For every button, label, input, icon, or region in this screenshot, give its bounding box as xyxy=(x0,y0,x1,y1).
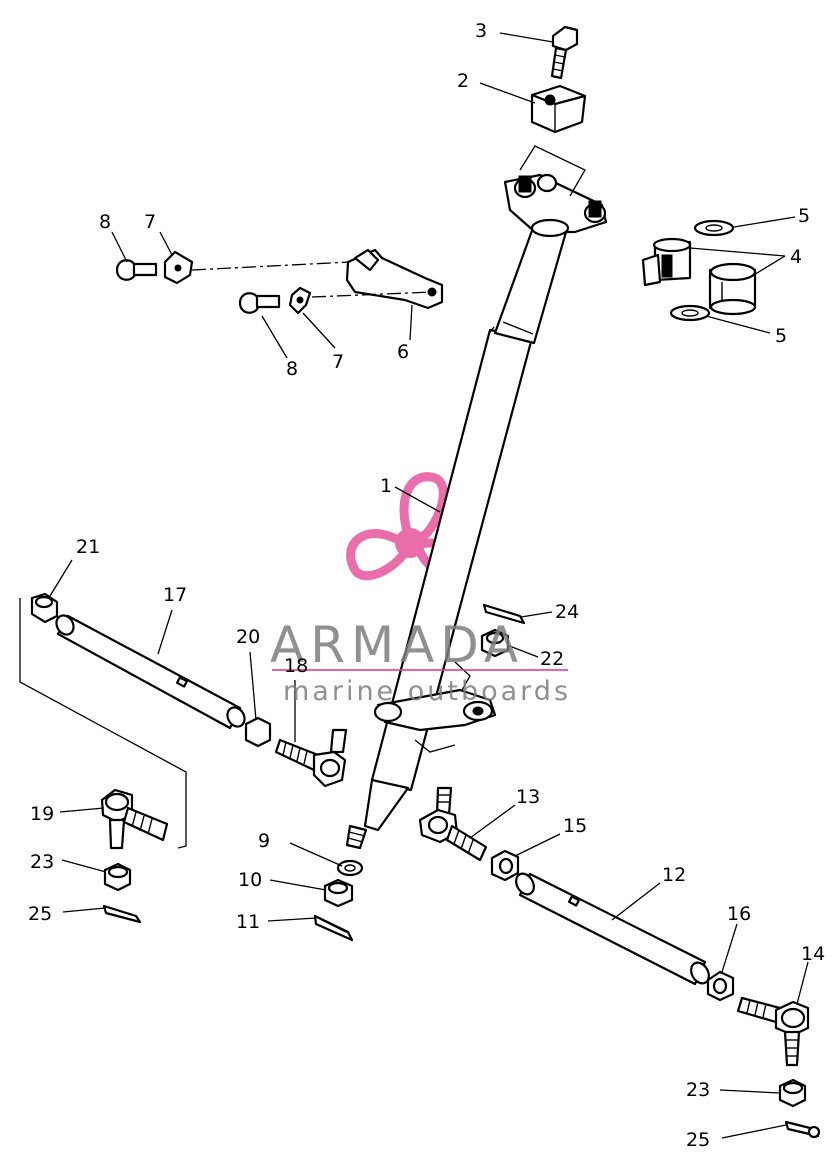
part-4-bushings xyxy=(641,237,757,316)
callout-12: 12 xyxy=(662,864,686,886)
part-1-top-bracket xyxy=(503,173,608,238)
callout-10: 10 xyxy=(238,869,262,891)
callout-8-right: 8 xyxy=(286,358,298,380)
part-23-castle-nuts xyxy=(103,862,807,1108)
part-24-cotter-pin xyxy=(482,603,526,625)
callout-5-top: 5 xyxy=(798,205,810,227)
part-20-nut xyxy=(244,716,272,748)
leader-lines xyxy=(49,32,809,1139)
callout-9: 9 xyxy=(258,830,270,852)
callout-3: 3 xyxy=(475,20,487,42)
part-11-cotter-pin xyxy=(313,914,354,942)
callout-8-left: 8 xyxy=(99,211,111,233)
part-16-nut xyxy=(706,970,735,1002)
part-12-tie-rod xyxy=(515,872,710,986)
callout-23-right: 23 xyxy=(686,1079,710,1101)
part-14-tie-rod-end xyxy=(736,996,810,1067)
part-22-nut xyxy=(480,628,510,658)
callout-21: 21 xyxy=(76,536,100,558)
callout-7-right: 7 xyxy=(332,351,344,373)
callout-20: 20 xyxy=(236,626,260,648)
part-1-lower-arm xyxy=(373,661,497,753)
callout-11: 11 xyxy=(236,911,260,933)
part-2-clamp xyxy=(530,84,587,134)
part-13-tie-rod-end xyxy=(418,786,488,862)
watermark-subtitle: marine outboards xyxy=(283,676,571,707)
callout-22: 22 xyxy=(540,648,564,670)
watermark: ARMADA marine outboards xyxy=(270,616,571,707)
callout-14: 14 xyxy=(801,943,825,965)
callout-2: 2 xyxy=(457,70,469,92)
callout-labels: 3 2 5 4 5 8 7 8 7 6 1 21 17 24 20 22 18 … xyxy=(28,20,825,1151)
part-5-washers xyxy=(669,219,735,322)
part-8-screws xyxy=(115,259,281,314)
callout-4: 4 xyxy=(790,246,802,268)
callout-16: 16 xyxy=(727,903,751,925)
assembly-lines xyxy=(19,145,586,849)
callout-25-right: 25 xyxy=(686,1129,710,1151)
part-1-steering-shaft xyxy=(345,223,568,850)
callout-13: 13 xyxy=(516,786,540,808)
part-6-lever-arm xyxy=(345,248,444,310)
callout-17: 17 xyxy=(163,584,187,606)
part-19-tie-rod-end xyxy=(100,788,169,850)
part-9-washer xyxy=(336,859,364,877)
part-21-nut xyxy=(30,592,59,624)
callout-24: 24 xyxy=(555,601,579,623)
part-7-clips xyxy=(163,250,312,315)
part-3-bolt xyxy=(550,25,579,80)
callout-15: 15 xyxy=(563,815,587,837)
part-15-nut xyxy=(490,849,520,882)
watermark-title: ARMADA xyxy=(270,616,524,674)
callout-1: 1 xyxy=(380,475,392,497)
callout-23-left: 23 xyxy=(30,851,54,873)
part-10-nut xyxy=(323,878,354,908)
callout-19: 19 xyxy=(30,803,54,825)
callout-25-left: 25 xyxy=(28,903,52,925)
part-25-cotter-pins xyxy=(102,904,821,1139)
part-18-tie-rod-end xyxy=(274,728,348,788)
callout-7-left: 7 xyxy=(144,211,156,233)
callout-6: 6 xyxy=(397,341,409,363)
part-17-tie-rod xyxy=(55,614,246,730)
callout-5-bottom: 5 xyxy=(775,325,787,347)
callout-18: 18 xyxy=(284,655,308,677)
